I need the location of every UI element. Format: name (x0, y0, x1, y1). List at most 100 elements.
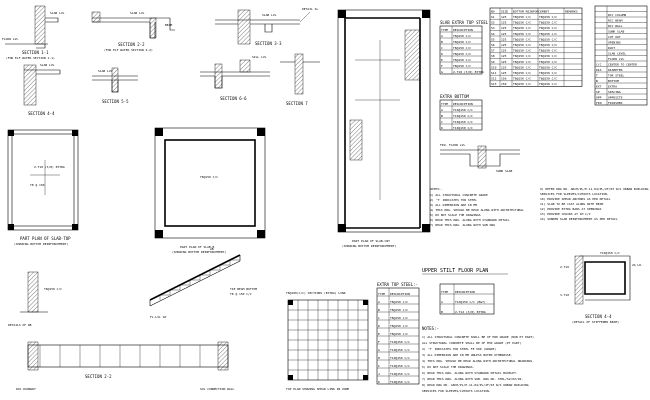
table-cell: 125 (501, 60, 507, 64)
table-cell: EXT (596, 84, 602, 88)
table-cell: FIN (596, 101, 602, 105)
svg-text:FLOOR LVL: FLOOR LVL (2, 37, 18, 41)
table-cell: T10@150 C/C (453, 108, 473, 112)
svg-text:TOP PLAN SHOWING SHEAR LINK IN: TOP PLAN SHOWING SHEAR LINK IN ZONE (286, 387, 349, 391)
table-cell: T8@150 C/C (453, 52, 471, 56)
table-cell: G (441, 70, 443, 74)
table-cell: OPENING (608, 40, 621, 44)
svg-text:7) READ THIS DWG. ALONG WITH S: 7) READ THIS DWG. ALONG WITH SUB DWG (430, 223, 495, 227)
upper-stilt-section: UPPER STILT FLOOR PLAN (422, 268, 508, 275)
table-cell: S2 (491, 21, 495, 25)
table-header-cell: SIZE (501, 9, 508, 13)
table-cell: 2-T10 (3/8) EXTRA (453, 70, 484, 74)
table-cell: 150 (501, 82, 507, 86)
svg-text:T10@150 C/C: T10@150 C/C (600, 251, 620, 255)
svg-text:(SHOWING BOTTOM REINFORCEMENT): (SHOWING BOTTOM REINFORCEMENT) (342, 244, 396, 248)
table-cell: T8@150 C/C (453, 58, 471, 62)
table-header-cell: REMARKS (565, 9, 578, 13)
table-cell: 125 (501, 21, 507, 25)
table-cell: S5 (491, 37, 495, 41)
svg-text:7) READ THIS DWG. ALONG WITH S: 7) READ THIS DWG. ALONG WITH SUB. DWG NO… (422, 377, 523, 381)
table-cell: T8@150 C/C (390, 300, 408, 304)
svg-text:2-T16: 2-T16 (560, 265, 569, 269)
svg-text:T8 @ 150 C/C: T8 @ 150 C/C (230, 292, 252, 296)
svg-text:11) SLAB TO BE CAST ALONG WITH: 11) SLAB TO BE CAST ALONG WITH BEAM (540, 202, 603, 206)
table-cell: 125 (501, 15, 507, 19)
table-cell: DUCT (608, 46, 615, 50)
svg-text:DOC DOORWAY: DOC DOORWAY (16, 387, 36, 391)
svg-text:9) REFER DWG NO. ARCH/PL/E-11-: 9) REFER DWG NO. ARCH/PL/E-11-04/PL/2F/0… (540, 187, 649, 191)
table-cell: S12 (491, 77, 497, 81)
table-cell: T8@150 C/C (390, 316, 408, 320)
table-cell: OPP (596, 95, 602, 99)
table-cell: T8@150 C/C (513, 71, 531, 75)
table-cell: B (441, 310, 443, 314)
svg-text:SLAB LVL: SLAB LVL (40, 63, 55, 67)
table-cell: B (441, 114, 443, 118)
svg-text:3) ALL DIMENSION ARE IN MM UNL: 3) ALL DIMENSION ARE IN MM UNLESS NOTED … (422, 353, 513, 357)
table-cell: RCC BEAM (608, 18, 623, 22)
svg-text:SECTION 2-2: SECTION 2-2 (85, 374, 112, 379)
svg-text:DETAIL SL: DETAIL SL (302, 7, 318, 11)
table-cell: T10@150 C/C (390, 372, 410, 376)
section-4-4-stiffener: T10@150 C/C 2-T16 3-T10 24 LK. SECTION 4… (560, 251, 643, 324)
table-cell: T8@150 C/C (539, 21, 557, 25)
table-title: SLAB EXTRA TOP STEEL (440, 20, 489, 25)
svg-text:NOTES:-: NOTES:- (430, 187, 443, 191)
part-plan-slab-b: T8@150 C/C PART PLAN OF SLAB-B (SHOWING … (154, 127, 266, 254)
table-cell: T8@150 C/C (513, 21, 531, 25)
part-plan-center: PART PLAN OF SLAB-CNT (SHOWING BOTTOM RE… (337, 9, 431, 248)
svg-text:SERVICES FOR SLEEVES/CUTOUTS L: SERVICES FOR SLEEVES/CUTOUTS LOCATION. (422, 389, 491, 393)
table-cell: 125 (501, 43, 507, 47)
table-cell: T8@150 C/C (513, 37, 531, 41)
table-cell: T8@150 C/C (513, 15, 531, 19)
table-header-cell: DESCRIPTION (390, 292, 410, 296)
table-cell: T10@150 C/C (453, 126, 473, 130)
table-cell: C (441, 46, 443, 50)
svg-text:DETAILS OF DB: DETAILS OF DB (8, 323, 32, 327)
svg-text:FIN. FLOOR LVL: FIN. FLOOR LVL (440, 143, 465, 147)
svg-text:(FOR ELF WATER SECTION 2-2): (FOR ELF WATER SECTION 2-2) (104, 48, 153, 52)
table-cell: T8@150 C/C (453, 40, 471, 44)
table-cell: S8 (491, 54, 495, 58)
table-cell: T8@150 C/C (513, 32, 531, 36)
table-cell: J (378, 372, 380, 376)
table-cell: E (441, 58, 443, 62)
table-cell: T8@150 C/C (390, 324, 408, 328)
table-cell: RCC WALL (608, 24, 623, 28)
svg-text:TIE BEAM BOTTOM: TIE BEAM BOTTOM (230, 287, 257, 291)
table-cell: T8@150 C/C (539, 82, 557, 86)
table-header-cell: BOTTOM REINFORCEMENT (513, 9, 549, 13)
table-cell: T8@150 C/C (539, 43, 557, 47)
svg-text:T8@150 C/C: T8@150 C/C (200, 175, 218, 179)
table-cell: S3 (491, 26, 495, 30)
section-4-4: SLAB LVL SECTION 4-4 (23, 63, 61, 116)
svg-text:5) DO NOT SCALE THE DRAWINGS.: 5) DO NOT SCALE THE DRAWINGS. (422, 365, 475, 369)
svg-text:4) THIS DRG. SHOULD BE READ AL: 4) THIS DRG. SHOULD BE READ ALONG WITH A… (430, 208, 524, 212)
upper-stilt-title: UPPER STILT FLOOR PLAN (422, 268, 488, 274)
section-2-2-bottom: SECTION 2-2 DOC DOORWAY SOL CONNECTION W… (16, 341, 235, 391)
table-cell: S4 (491, 32, 495, 36)
table-cell: F (441, 64, 443, 68)
table-header-cell: DESCRIPTION (453, 102, 473, 106)
table-cell: D (378, 324, 380, 328)
table-cell: T8@150 C/C (513, 43, 531, 47)
table-cell: FINISHED (608, 101, 623, 105)
table-title: EXTRA BOTTOM (440, 94, 469, 99)
section-7: SECTION 7 (280, 53, 320, 106)
part-plan-slab-top: 2-T10 (3/8) EXTRA T8 @ 150 PART PLAN OF … (7, 129, 79, 246)
table-cell: FLOOR LVL (608, 57, 624, 61)
shear-link-plan: T8@100(C/C) SECTIONS (EXTRA) LINK TOP PL… (286, 291, 369, 391)
table-cell: F (378, 340, 380, 344)
table-cell: T8@150 C/C (513, 49, 531, 53)
svg-text:10) PROVIDE SHEAR ANCHORS AS P: 10) PROVIDE SHEAR ANCHORS AS PER DETAIL (540, 197, 611, 201)
stair-section: FL.LVL SP AB TIE BEAM BOTTOM T8 @ 150 C/… (149, 247, 257, 319)
section-1-1: SLAB LVL FLOOR LVL SECTION 1-1 (FOR ELF … (2, 5, 65, 60)
svg-text:4) THIS DRG. SHOULD BE READ AL: 4) THIS DRG. SHOULD BE READ ALONG WITH A… (422, 359, 534, 363)
svg-text:ALL STRUCTURAL CONCRETE SHALL: ALL STRUCTURAL CONCRETE SHALL BE OF M30 … (422, 341, 522, 345)
svg-text:SECTION 4-4: SECTION 4-4 (585, 314, 612, 319)
svg-text:14) SUNKEN SLAB REINFORCEMENT: 14) SUNKEN SLAB REINFORCEMENT AS PER DET… (540, 217, 618, 221)
table-cell: 125 (501, 54, 507, 58)
